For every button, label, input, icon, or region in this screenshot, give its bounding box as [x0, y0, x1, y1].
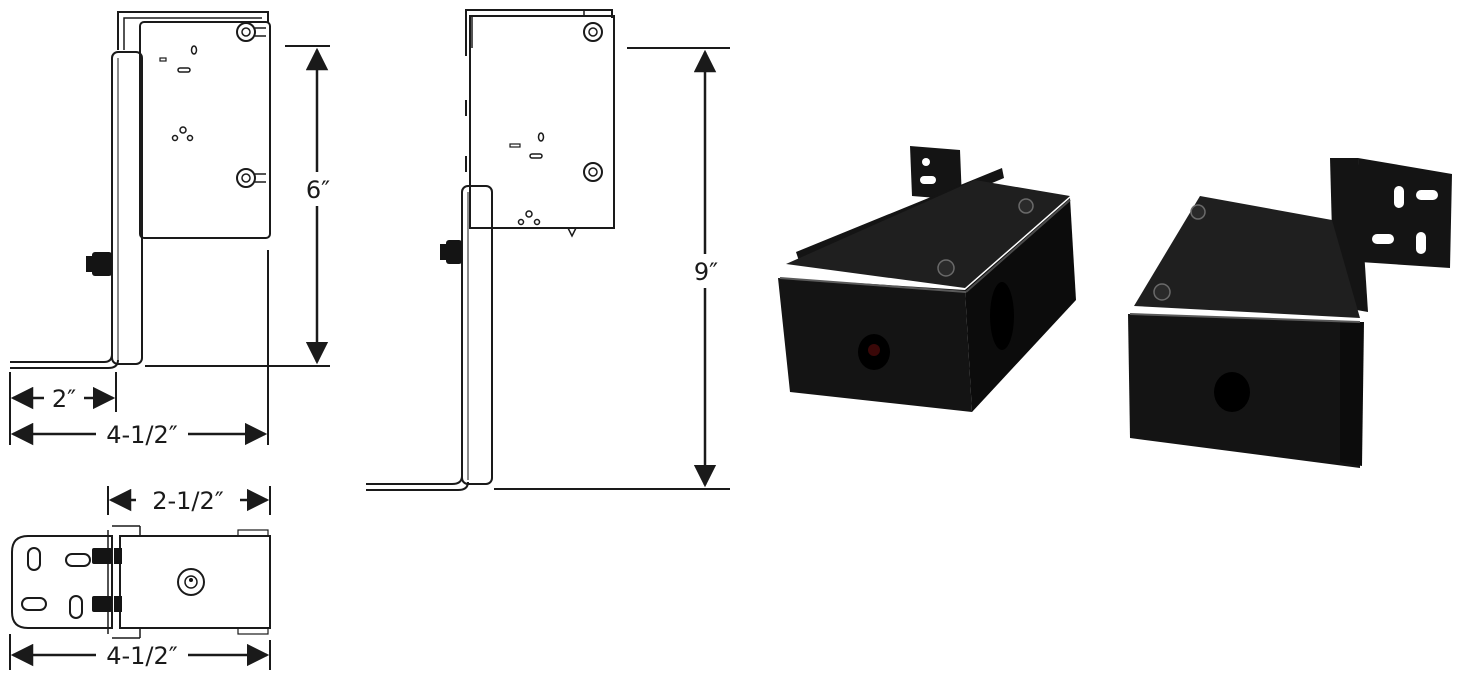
product-photo-bracket-left [778, 146, 1076, 412]
mount-slot-icon [509, 132, 545, 226]
top-view-bracket: 2-1/2″ 4-1/2″ [9, 486, 271, 670]
hex-nut-icon [440, 240, 462, 264]
side-view-short-bracket: 6″ 2″ 4-1/2″ [9, 11, 334, 449]
height-label-6: 6″ [306, 176, 330, 204]
product-photo-bracket-right [1128, 158, 1452, 468]
mount-slot-icon [159, 45, 198, 142]
screw-icon [583, 22, 603, 182]
box-width-label-top: 2-1/2″ [152, 487, 224, 515]
cable-hole-icon [177, 568, 205, 596]
base-label-2: 2″ [52, 385, 76, 413]
width-label-side: 4-1/2″ [106, 421, 178, 449]
side-view-tall-bracket: 9″ [366, 9, 730, 491]
height-label-9: 9″ [694, 258, 718, 286]
width-label-top: 4-1/2″ [106, 642, 178, 670]
hex-nut-icon [92, 548, 122, 612]
hex-nut-icon [86, 252, 112, 276]
screw-icon [236, 22, 266, 188]
